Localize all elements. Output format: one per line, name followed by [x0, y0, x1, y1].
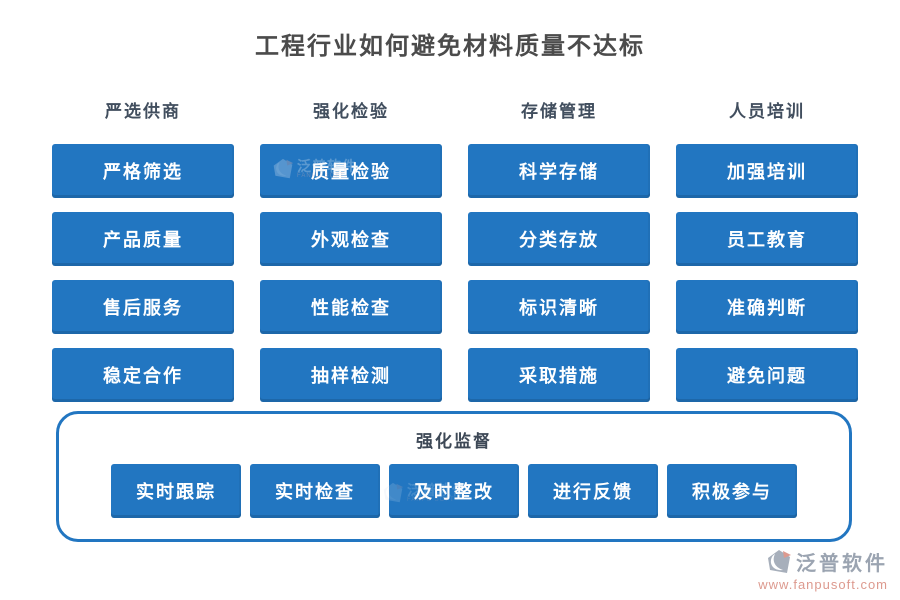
- item-box: 实时跟踪: [111, 464, 241, 518]
- category-grid: 严选供商 严格筛选 产品质量 售后服务 稳定合作 强化检验 质量检验 外观检查 …: [52, 100, 858, 416]
- item-box: 外观检查: [260, 212, 442, 266]
- column-header-training: 人员培训: [729, 102, 805, 121]
- item-box: 准确判断: [676, 280, 858, 334]
- item-box: 进行反馈: [528, 464, 658, 518]
- item-box: 售后服务: [52, 280, 234, 334]
- item-box: 稳定合作: [52, 348, 234, 402]
- column-training: 人员培训 加强培训 员工教育 准确判断 避免问题: [676, 100, 858, 416]
- page-title: 工程行业如何避免材料质量不达标: [255, 34, 645, 60]
- item-box: 产品质量: [52, 212, 234, 266]
- column-inspection: 强化检验 质量检验 外观检查 性能检查 抽样检测: [260, 100, 442, 416]
- item-box: 避免问题: [676, 348, 858, 402]
- brand-name: 泛普软件: [796, 553, 888, 575]
- column-supplier-selection: 严选供商 严格筛选 产品质量 售后服务 稳定合作: [52, 100, 234, 416]
- column-header-supplier: 严选供商: [105, 102, 181, 121]
- item-box: 质量检验: [260, 144, 442, 198]
- brand-url: www.fanpusoft.com: [758, 577, 888, 592]
- supervision-panel: 强化监督 实时跟踪 实时检查 及时整改 进行反馈 积极参与: [56, 411, 852, 542]
- item-box: 员工教育: [676, 212, 858, 266]
- item-box: 分类存放: [468, 212, 650, 266]
- item-box: 性能检查: [260, 280, 442, 334]
- item-box: 积极参与: [667, 464, 797, 518]
- item-box: 抽样检测: [260, 348, 442, 402]
- item-box: 实时检查: [250, 464, 380, 518]
- fanpu-logo-icon: [768, 549, 791, 573]
- item-box: 严格筛选: [52, 144, 234, 198]
- column-header-inspection: 强化检验: [313, 102, 389, 121]
- item-box: 科学存储: [468, 144, 650, 198]
- item-box: 及时整改: [389, 464, 519, 518]
- column-header-storage: 存储管理: [521, 102, 597, 121]
- item-box: 采取措施: [468, 348, 650, 402]
- brand-footer: 泛普软件 www.fanpusoft.com: [758, 547, 888, 592]
- column-storage: 存储管理 科学存储 分类存放 标识清晰 采取措施: [468, 100, 650, 416]
- supervision-row: 实时跟踪 实时检查 及时整改 进行反馈 积极参与: [59, 464, 849, 518]
- item-box: 加强培训: [676, 144, 858, 198]
- supervision-title: 强化监督: [416, 432, 492, 451]
- item-box: 标识清晰: [468, 280, 650, 334]
